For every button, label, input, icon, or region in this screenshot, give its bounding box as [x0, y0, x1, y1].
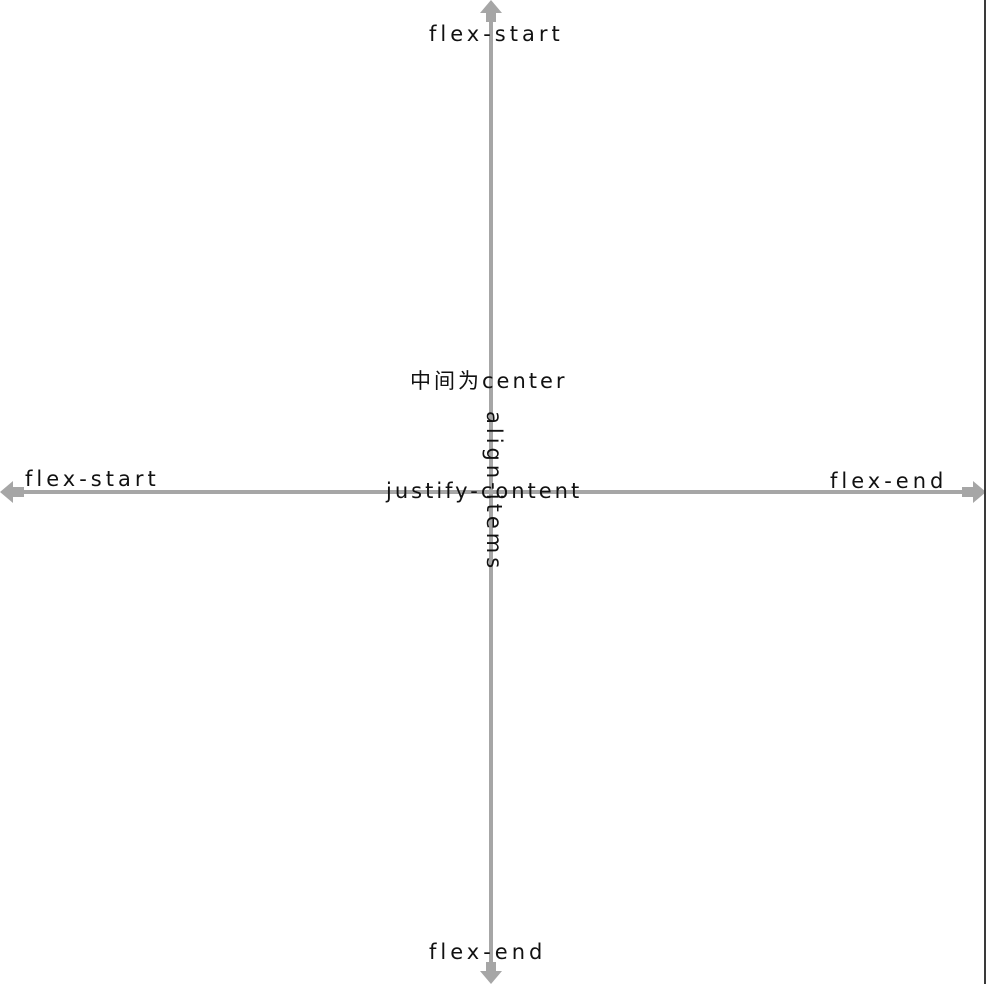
center-note-label: 中间为center: [410, 369, 568, 393]
arrow-up-icon: [480, 0, 502, 22]
vertical-start-label: flex-start: [429, 22, 564, 46]
horizontal-end-label: flex-end: [830, 469, 948, 493]
horizontal-axis-name: justify-content: [386, 479, 583, 503]
horizontal-start-label: flex-start: [25, 467, 160, 491]
arrow-down-icon: [480, 962, 502, 984]
right-border-line: [984, 0, 986, 984]
arrow-right-icon: [962, 481, 986, 503]
vertical-end-label: flex-end: [429, 940, 547, 964]
arrow-left-icon: [0, 481, 24, 503]
vertical-axis-name: align-items: [482, 411, 506, 573]
